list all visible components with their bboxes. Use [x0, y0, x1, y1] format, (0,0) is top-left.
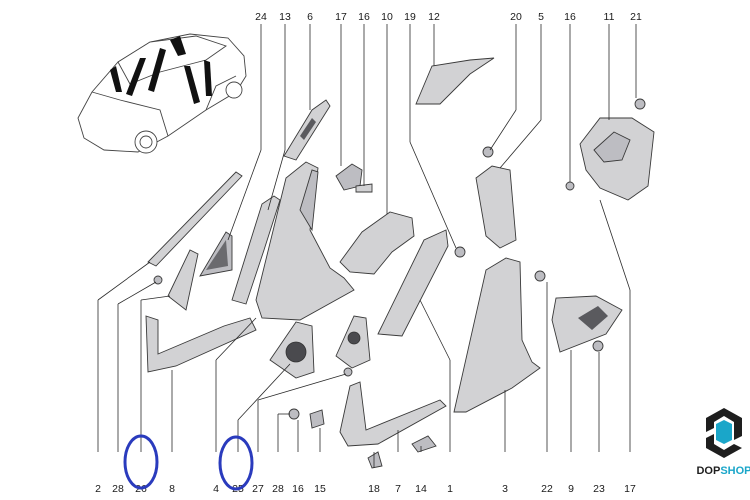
- callout-19: 19: [404, 11, 416, 23]
- callout-16-top-left: 16: [358, 11, 370, 23]
- callout-2: 2: [95, 483, 101, 495]
- part-28-fastener: [288, 408, 300, 420]
- callout-16-top-right: 16: [564, 11, 576, 23]
- part-10-cover: [339, 211, 415, 275]
- part-22-clip: [534, 270, 546, 282]
- callout-15: 15: [314, 483, 326, 495]
- part-8-sill-trim: [145, 315, 257, 373]
- callout-28-left: 28: [112, 483, 124, 495]
- part-1-vertical-trim: [377, 229, 449, 337]
- callout-24: 24: [255, 11, 267, 23]
- part-grille-triangle: [199, 231, 233, 277]
- highlight-marks: [123, 434, 254, 491]
- callout-4: 4: [213, 483, 219, 495]
- part-16-screw: [355, 183, 373, 193]
- callout-14: 14: [415, 483, 427, 495]
- part-17-clip: [335, 163, 363, 191]
- callout-17-bottom: 17: [624, 483, 636, 495]
- callout-6: 6: [307, 11, 313, 23]
- callout-5: 5: [538, 11, 544, 23]
- part-18-clip: [367, 451, 383, 469]
- part-20-clip: [482, 146, 494, 158]
- callout-9: 9: [568, 483, 574, 495]
- part-9-corner-panel: [551, 295, 623, 353]
- part-19-clip: [454, 246, 466, 258]
- callout-8: 8: [169, 483, 175, 495]
- callout-3: 3: [502, 483, 508, 495]
- highlight-ellipse-26: [123, 434, 159, 490]
- part-26-corner-trim: [167, 249, 199, 311]
- part-12-upper-trim: [415, 57, 495, 105]
- callout-1: 1: [447, 483, 453, 495]
- logo-icon: [706, 408, 742, 458]
- callout-17-top: 17: [335, 11, 347, 23]
- callout-20: 20: [510, 11, 522, 23]
- part-27-clip: [343, 367, 353, 377]
- callout-27: 27: [252, 483, 264, 495]
- part-6-upper-trim: [283, 99, 331, 161]
- part-7-sill: [339, 381, 447, 447]
- part-5-pillar-upper: [475, 165, 517, 249]
- dopshop-logo: DOPSHOP: [696, 408, 750, 477]
- part-21-clip: [634, 98, 646, 110]
- callout-10: 10: [381, 11, 393, 23]
- callout-13: 13: [279, 11, 291, 23]
- part-25-speaker-panel: [335, 315, 371, 369]
- part-b-pillar-assembly: [255, 161, 355, 321]
- part-24-trim-strip: [147, 171, 243, 267]
- callout-28-right: 28: [272, 483, 284, 495]
- part-27-speaker-panel: [269, 321, 315, 379]
- callout-7: 7: [395, 483, 401, 495]
- callout-18: 18: [368, 483, 380, 495]
- part-13-pillar-trim: [231, 195, 281, 305]
- part-14-clip: [411, 435, 437, 453]
- logo-brand-dop: DOP: [696, 465, 720, 477]
- part-15-fastener: [309, 409, 325, 429]
- highlight-ellipse-25: [218, 435, 254, 491]
- svg-text:DOPSHOP: DOPSHOP: [696, 465, 750, 477]
- part-11-bracket: [579, 117, 655, 201]
- part-23-clip: [592, 340, 604, 352]
- callout-23: 23: [593, 483, 605, 495]
- callout-21: 21: [630, 11, 642, 23]
- callout-16-bottom: 16: [292, 483, 304, 495]
- callout-11: 11: [604, 11, 615, 23]
- logo-brand-shop: SHOP: [720, 465, 750, 477]
- part-16b-screw: [565, 181, 575, 191]
- leader-lines: [97, 24, 637, 468]
- callout-12: 12: [428, 11, 440, 23]
- part-3-pillar-lower: [453, 257, 541, 413]
- car-illustration: [77, 33, 247, 154]
- callout-22: 22: [541, 483, 553, 495]
